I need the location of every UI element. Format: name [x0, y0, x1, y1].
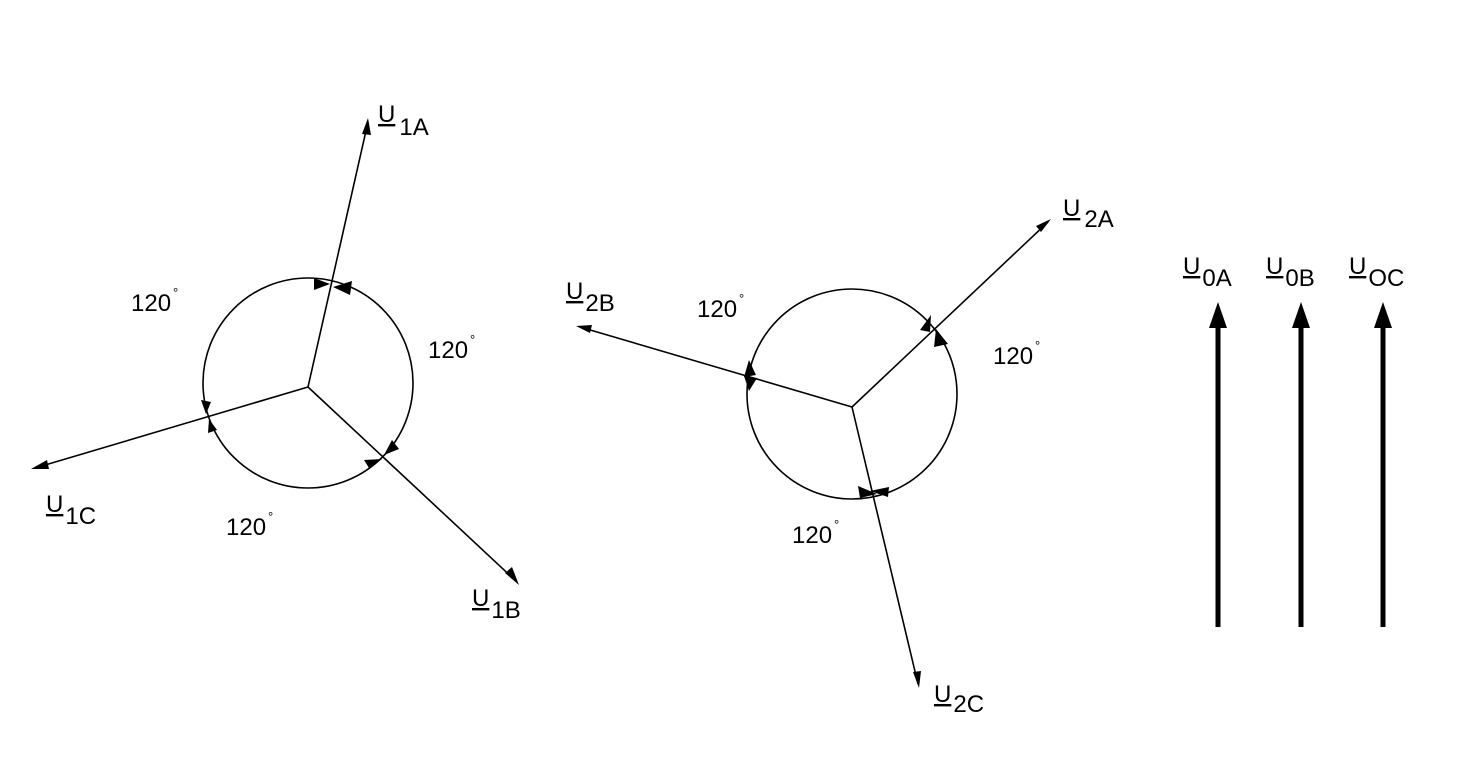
vector-label-u2c: U2C [934, 681, 984, 718]
vector-u1a-arrowhead [362, 118, 371, 135]
arc-arrowhead [744, 360, 756, 377]
vector-label-u0b: U0B [1266, 253, 1315, 292]
vector-label-u1c: U1C [46, 491, 96, 530]
vector-label-u0a: U0A [1183, 253, 1232, 292]
zero-sequence-group: U0A U0B UOC [1183, 253, 1404, 627]
positive-rotation-circle [202, 277, 414, 489]
angle-label: 120° [428, 332, 475, 364]
arc-arrowhead [364, 459, 382, 468]
vector-u0c-arrowhead [1374, 302, 1392, 328]
arc-arrowhead [870, 487, 889, 497]
vector-label-u1b: U1B [472, 585, 521, 624]
angle-label: 120° [792, 517, 839, 549]
arc-arrowhead [934, 329, 948, 347]
vector-u1a-line [307, 121, 369, 388]
angle-label: 120° [131, 285, 178, 317]
negative-rotation-circle [746, 288, 958, 500]
angle-label: 120° [226, 509, 273, 541]
angle-label: 120° [993, 338, 1040, 370]
vector-label-u2b: U2B [566, 278, 615, 317]
arc-arrowhead [314, 278, 330, 290]
vector-u2a-arrowhead [1036, 219, 1051, 232]
arc-arrowhead [201, 400, 211, 414]
vector-u1c-arrowhead [31, 460, 49, 469]
vector-u1b-arrowhead [505, 567, 519, 585]
vector-u0a-arrowhead [1209, 302, 1227, 328]
arc-arrowhead [208, 419, 217, 433]
vector-u1b-line [307, 386, 518, 583]
arc-arrowhead [744, 376, 757, 391]
vector-label-u0c: UOC [1349, 253, 1404, 292]
vector-u2b-arrowhead [576, 325, 592, 333]
vector-u2a-line [851, 221, 1049, 408]
vector-u1c-line [34, 386, 309, 469]
arc-arrowhead [920, 315, 931, 332]
vector-u0b-arrowhead [1292, 302, 1310, 328]
vector-u2b-line [579, 326, 853, 408]
arc-arrowhead [384, 440, 399, 455]
arc-arrowhead [858, 486, 877, 498]
vector-u2c-arrowhead [913, 671, 921, 688]
vector-u2c-line [851, 406, 919, 685]
arc-arrowhead [333, 281, 352, 295]
angle-label: 120° [697, 291, 744, 323]
